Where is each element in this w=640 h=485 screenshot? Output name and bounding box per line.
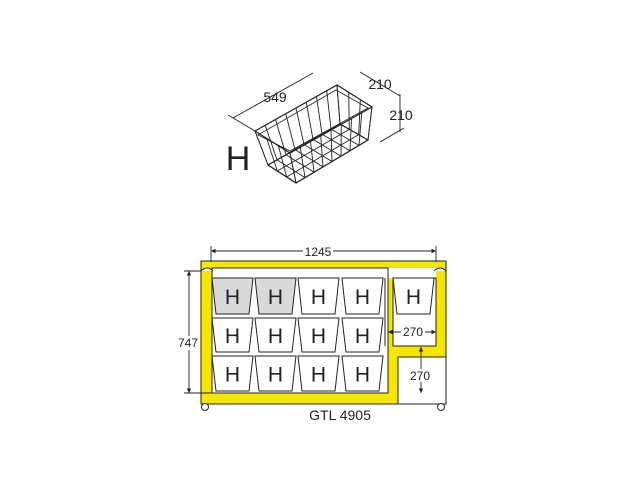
- basket-wire: [327, 91, 331, 129]
- freezer-basket: H: [212, 318, 253, 352]
- freezer-width-label: 1245: [305, 245, 332, 259]
- basket-label: H: [311, 325, 326, 348]
- freezer-basket: H: [255, 318, 296, 352]
- basket-wire: [321, 136, 323, 167]
- basket-wire: [265, 125, 277, 160]
- basket-label: H: [268, 325, 283, 348]
- freezer-basket: H: [255, 356, 296, 391]
- freezer-basket: H: [212, 278, 253, 314]
- basket-wire: [296, 108, 304, 145]
- step-height-label: 270: [410, 369, 430, 383]
- basket-wire: [267, 138, 278, 171]
- basket-length-label: 549: [263, 89, 287, 105]
- freezer-basket: H: [393, 278, 434, 314]
- freezer-basket: H: [342, 356, 383, 391]
- freezer-basket: H: [298, 278, 339, 314]
- basket-label: H: [355, 325, 370, 348]
- basket-wire: [337, 85, 340, 124]
- basket-wire: [350, 119, 352, 151]
- basket-wire: [306, 102, 313, 139]
- basket-label: H: [225, 286, 240, 309]
- basket-wire: [276, 120, 287, 155]
- freezer-basket: H: [212, 356, 253, 391]
- freezer-basket: H: [298, 318, 339, 352]
- basket-label: H: [355, 286, 370, 309]
- basket-wire: [300, 147, 305, 177]
- basket-wire: [255, 131, 268, 165]
- basket-wire: [317, 97, 323, 135]
- freezer-basket: H: [298, 356, 339, 391]
- basket-wire: [287, 135, 359, 177]
- basket-label: H: [311, 286, 326, 309]
- basket-wire: [311, 142, 315, 173]
- basket-label: H: [225, 325, 240, 348]
- basket-height-label: 210: [389, 107, 413, 123]
- basket-label: H: [311, 364, 326, 387]
- freezer-basket: H: [255, 278, 296, 314]
- basket-label: H: [268, 286, 283, 309]
- freezer-depth-label: 747: [178, 336, 198, 350]
- basket-wire: [368, 107, 372, 140]
- freezer-basket: H: [342, 278, 383, 314]
- basket-label: H: [406, 286, 421, 309]
- basket-wire: [290, 153, 296, 183]
- basket-label: H: [355, 364, 370, 387]
- basket-wire: [286, 114, 295, 150]
- freezer-model-label: GTL 4905: [309, 407, 371, 423]
- basket-width-label: 210: [368, 76, 392, 92]
- basket-label: H: [225, 364, 240, 387]
- basket-type-label: H: [226, 140, 251, 178]
- step-width-label: 270: [403, 325, 423, 339]
- freezer-basket: H: [342, 318, 383, 352]
- basket-label: H: [268, 364, 283, 387]
- basket-wire: [331, 130, 332, 162]
